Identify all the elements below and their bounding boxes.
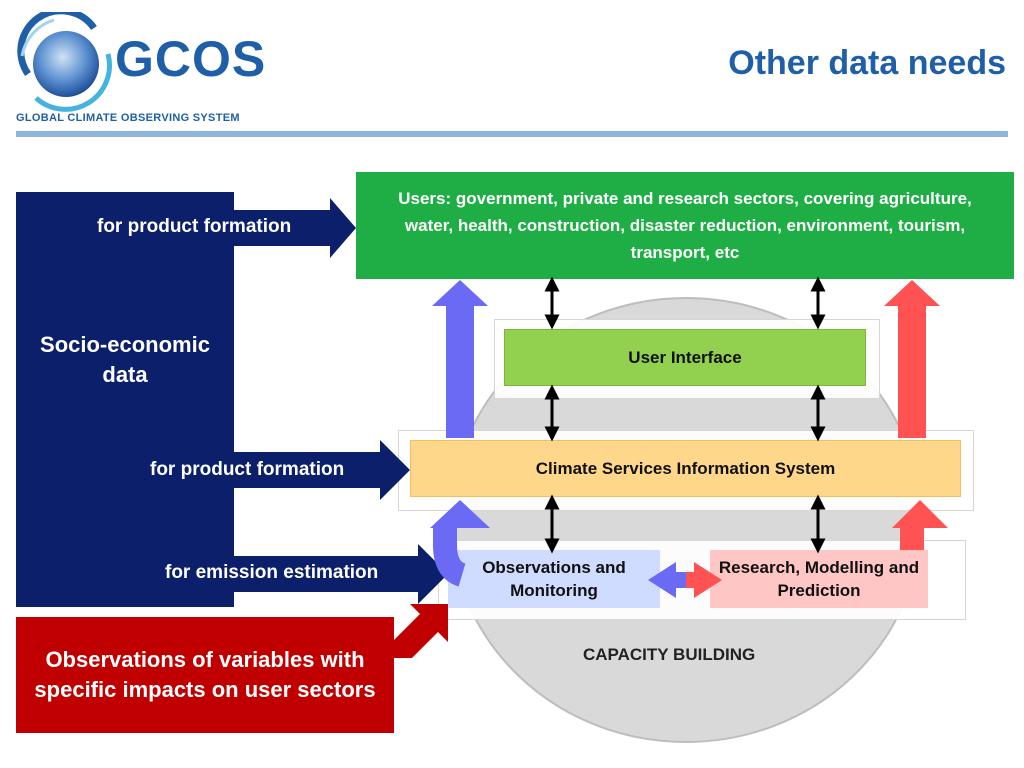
research-box: Research, Modelling and Prediction	[710, 550, 928, 608]
emission-estimation-label: for emission estimation	[165, 562, 379, 583]
page-title: Other data needs	[728, 44, 1006, 82]
logo-wordmark: GCOS	[115, 31, 267, 87]
product-formation-label-top: for product formation	[97, 216, 292, 237]
product-formation-label-mid: for product formation	[150, 459, 345, 480]
arrow-emission-estimation	[234, 544, 448, 604]
observations-box: Observations and Monitoring	[448, 550, 660, 608]
arrow-product-formation-top	[234, 198, 356, 258]
gcos-globe-icon	[17, 12, 112, 112]
users-box: Users: government, private and research …	[356, 172, 1014, 279]
header-divider	[16, 131, 1008, 137]
arrow-variables	[394, 604, 448, 658]
csis-box: Climate Services Information System	[410, 440, 961, 497]
socio-economic-column	[16, 192, 234, 607]
capacity-building-label: CAPACITY BUILDING	[583, 645, 756, 664]
arrow-red-up	[884, 280, 940, 438]
socio-economic-label: Socio-economic data	[40, 332, 210, 387]
logo-subtitle: GLOBAL CLIMATE OBSERVING SYSTEM	[16, 112, 240, 124]
arrow-product-formation-mid	[234, 440, 410, 500]
arrow-blue-up	[432, 280, 488, 438]
observations-variables-box: Observations of variables with specific …	[16, 617, 394, 733]
arrow-blue-curve	[433, 525, 467, 587]
arrow-obs-research	[648, 562, 686, 598]
user-interface-box: User Interface	[504, 329, 866, 386]
